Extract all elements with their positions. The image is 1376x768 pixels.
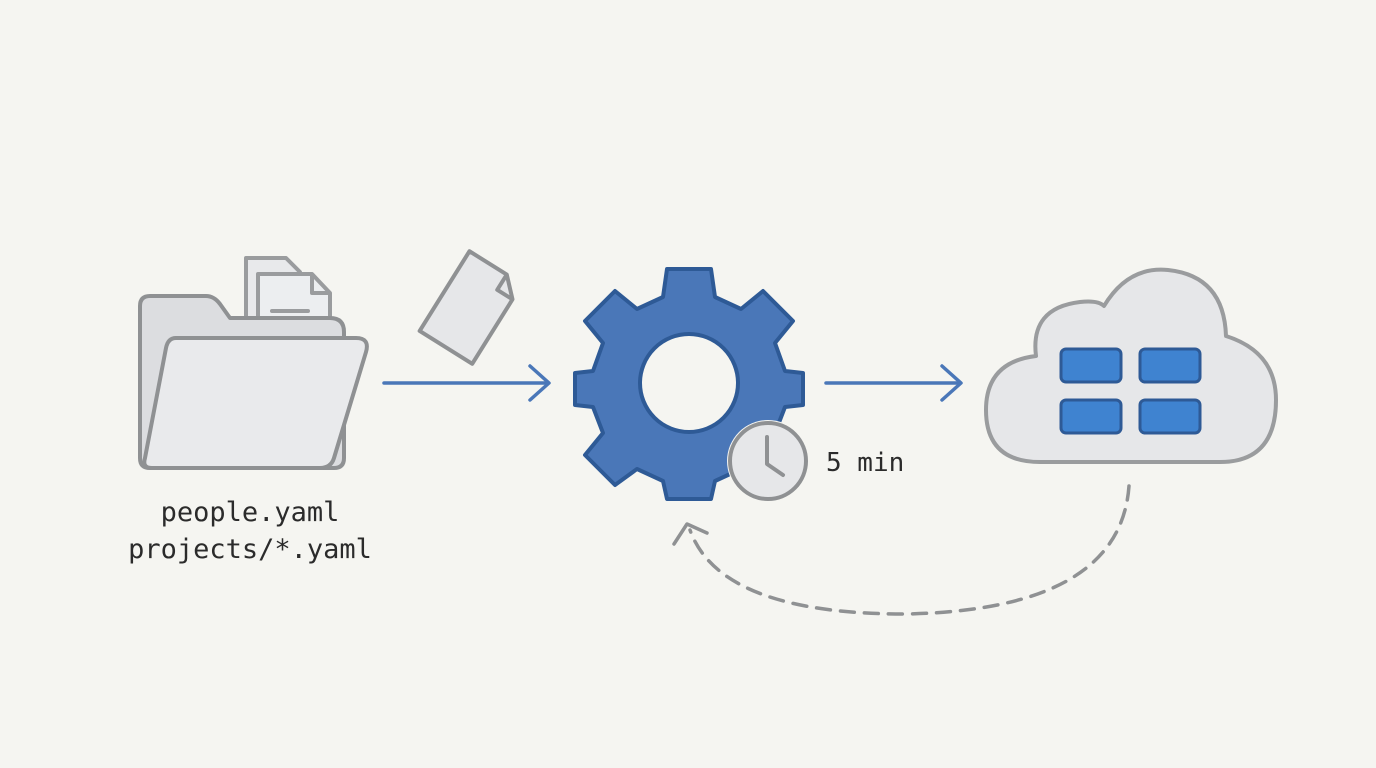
interval-label: 5 min: [826, 448, 905, 478]
source-files-label: people.yaml projects/*.yaml: [100, 494, 400, 568]
arrow-folder-to-gear: [382, 364, 551, 402]
folder-with-documents-icon: [138, 256, 369, 470]
source-file-people: people.yaml: [160, 497, 340, 528]
feedback-dashed-arrow: [672, 484, 1131, 616]
source-file-projects: projects/*.yaml: [128, 534, 372, 565]
cloud-database-icon: [984, 267, 1278, 464]
database-grid-icon: [1059, 347, 1202, 435]
document-icon: [417, 249, 515, 366]
clock-icon: [727, 420, 809, 502]
arrow-gear-to-cloud: [824, 364, 963, 402]
